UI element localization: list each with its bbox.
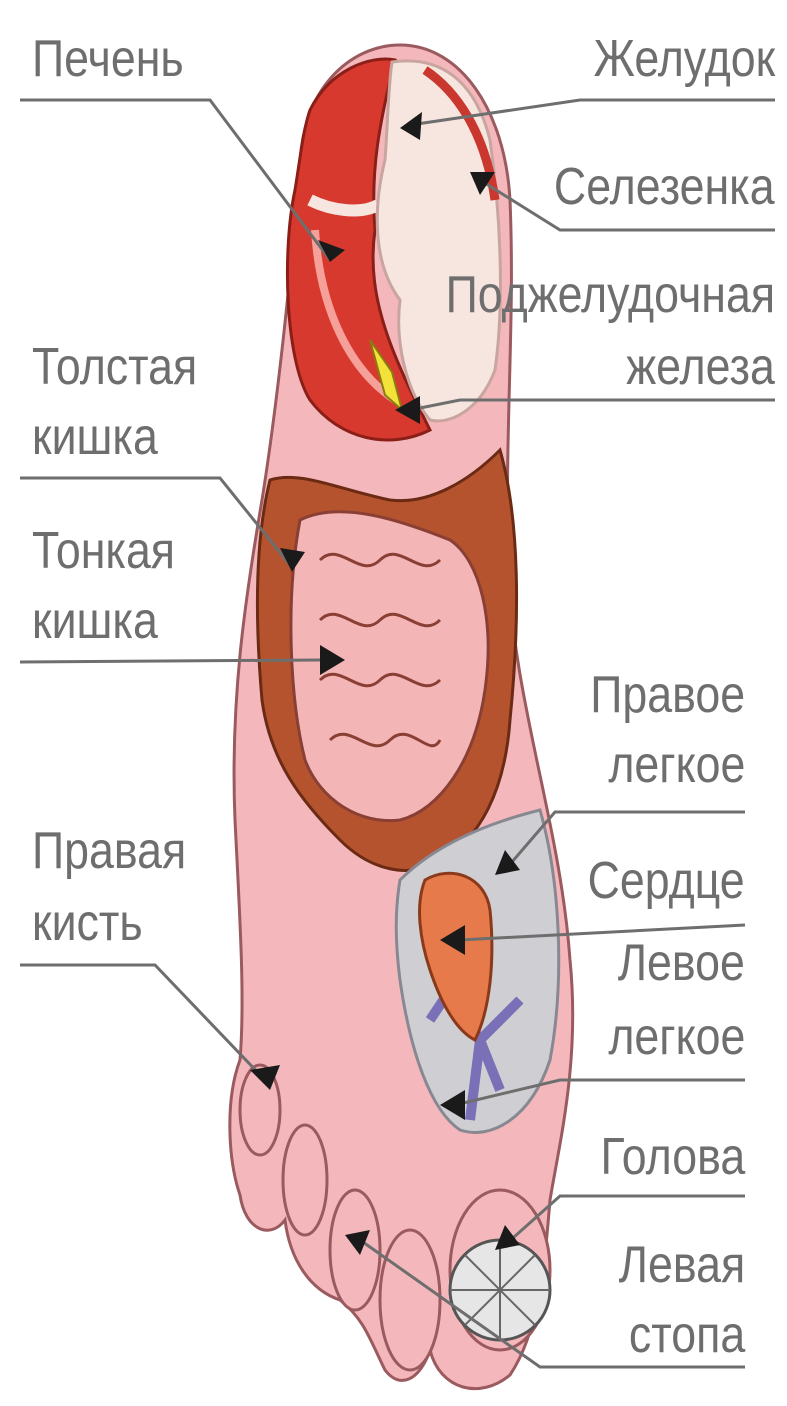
label-left-foot-line2: стопа <box>629 1306 745 1364</box>
label-left-lung-line2: легкое <box>608 1008 745 1066</box>
label-stomach: Желудок <box>593 30 775 88</box>
label-left-foot-line1: Левая <box>618 1236 745 1294</box>
label-pancreas-line2: железа <box>626 338 775 396</box>
toe-2 <box>380 1230 440 1370</box>
toe-4 <box>283 1125 327 1235</box>
label-liver: Печень <box>32 30 184 88</box>
head-zone-pattern <box>450 1240 550 1340</box>
label-spleen: Селезенка <box>554 158 775 216</box>
label-head: Голова <box>600 1128 745 1186</box>
label-colon-line1: Толстая <box>32 338 197 396</box>
label-heart: Сердце <box>588 852 745 910</box>
label-pancreas-line1: Поджелудочная <box>446 266 775 324</box>
label-right-lung-line2: легкое <box>608 736 745 794</box>
label-right-hand-line1: Правая <box>32 822 186 880</box>
label-right-hand-line2: кисть <box>32 894 143 952</box>
label-left-lung-line1: Левое <box>618 934 745 992</box>
label-colon-line2: кишка <box>32 408 158 466</box>
label-small-intestine-line2: кишка <box>32 592 158 650</box>
label-small-intestine-line1: Тонкая <box>32 522 175 580</box>
label-right-lung-line1: Правое <box>590 666 745 724</box>
